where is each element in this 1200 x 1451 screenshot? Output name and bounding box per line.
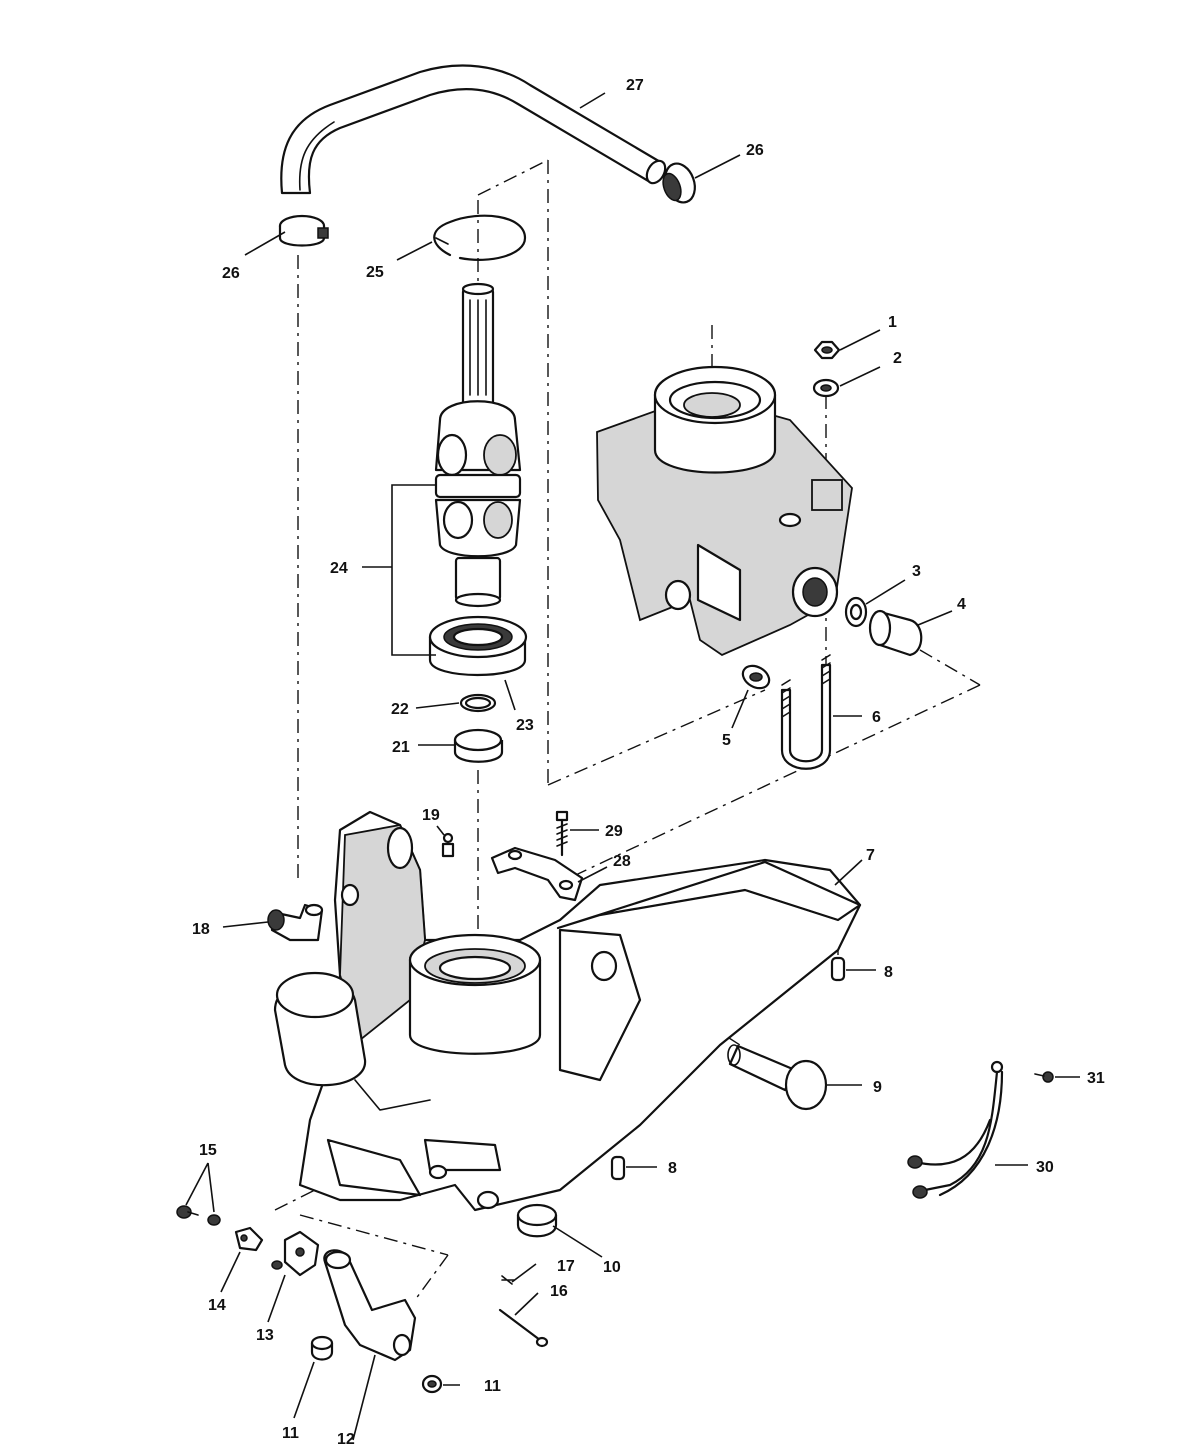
pin-16 bbox=[498, 1308, 549, 1348]
callout-30: 30 bbox=[1036, 1159, 1054, 1176]
callout-22: 22 bbox=[391, 701, 409, 718]
callout-23: 23 bbox=[516, 717, 534, 734]
grease-fitting-19 bbox=[441, 832, 455, 858]
bushing-10 bbox=[516, 1203, 558, 1238]
bearing-23 bbox=[428, 615, 528, 677]
callout-18: 18 bbox=[192, 921, 210, 938]
o-ring-22 bbox=[459, 693, 497, 713]
callout-29: 29 bbox=[605, 823, 623, 840]
bracket-14 bbox=[234, 1226, 264, 1252]
gimbal-housing bbox=[596, 365, 853, 657]
callout-11-right: 11 bbox=[484, 1378, 501, 1395]
callout-15: 15 bbox=[199, 1142, 217, 1159]
cap-28 bbox=[490, 846, 584, 902]
hose-27 bbox=[280, 64, 667, 195]
callout-25: 25 bbox=[366, 264, 384, 281]
hose-clamp-26-upper bbox=[662, 162, 696, 204]
callout-19: 19 bbox=[422, 807, 440, 824]
callout-9: 9 bbox=[873, 1079, 882, 1096]
callout-8-upper: 8 bbox=[884, 964, 893, 981]
pin-8-upper bbox=[830, 956, 846, 982]
screw-31 bbox=[1034, 1071, 1054, 1083]
block-13 bbox=[271, 1230, 320, 1277]
callout-7: 7 bbox=[866, 847, 875, 864]
bushing-11-right bbox=[421, 1374, 443, 1394]
callout-26-upper: 26 bbox=[746, 142, 764, 159]
callout-28: 28 bbox=[613, 853, 631, 870]
callout-4: 4 bbox=[957, 596, 966, 613]
u-bolt-6 bbox=[780, 654, 832, 770]
washer-2 bbox=[812, 378, 840, 398]
cotter-pin-17 bbox=[501, 1275, 515, 1285]
callout-26-lower: 26 bbox=[222, 265, 240, 282]
callout-3: 3 bbox=[912, 563, 921, 580]
lever-12 bbox=[323, 1249, 417, 1362]
leader-lines bbox=[185, 92, 1080, 1441]
callout-31: 31 bbox=[1087, 1070, 1105, 1087]
screw-29 bbox=[555, 810, 569, 857]
callout-1: 1 bbox=[888, 314, 897, 331]
washer-5 bbox=[741, 664, 771, 690]
callout-labels: 1 2 3 4 5 6 7 8 8 9 10 11 11 12 13 14 15… bbox=[192, 77, 1105, 1448]
callout-2: 2 bbox=[893, 350, 902, 367]
callout-6: 6 bbox=[872, 709, 881, 726]
callout-13: 13 bbox=[256, 1327, 274, 1344]
bushing-11-left bbox=[310, 1335, 334, 1361]
callout-11-left: 11 bbox=[282, 1425, 299, 1442]
callout-16: 16 bbox=[550, 1283, 568, 1300]
nut-1 bbox=[813, 340, 841, 360]
pivot-pin-9 bbox=[727, 1044, 828, 1111]
callout-10: 10 bbox=[603, 1259, 621, 1276]
pin-8-lower bbox=[610, 1155, 626, 1181]
elbow-fitting-18 bbox=[267, 903, 324, 942]
u-joint-shaft-24 bbox=[434, 282, 522, 608]
callout-8-lower: 8 bbox=[668, 1160, 677, 1177]
callout-24: 24 bbox=[330, 560, 348, 577]
callout-27: 27 bbox=[626, 77, 644, 94]
snap-ring-25 bbox=[433, 214, 527, 261]
pivot-pin-4 bbox=[868, 609, 923, 657]
washer-3 bbox=[844, 596, 868, 628]
transom-housing bbox=[273, 810, 862, 1212]
bushing-21 bbox=[453, 728, 504, 763]
callout-12: 12 bbox=[337, 1431, 355, 1446]
callout-21: 21 bbox=[392, 739, 410, 756]
callout-17: 17 bbox=[557, 1258, 575, 1275]
callout-5: 5 bbox=[722, 732, 731, 749]
ground-strap-30 bbox=[907, 1060, 1004, 1199]
callout-14: 14 bbox=[208, 1297, 226, 1314]
hose-clamp-26-lower bbox=[278, 214, 329, 247]
screws-15 bbox=[176, 1205, 221, 1226]
